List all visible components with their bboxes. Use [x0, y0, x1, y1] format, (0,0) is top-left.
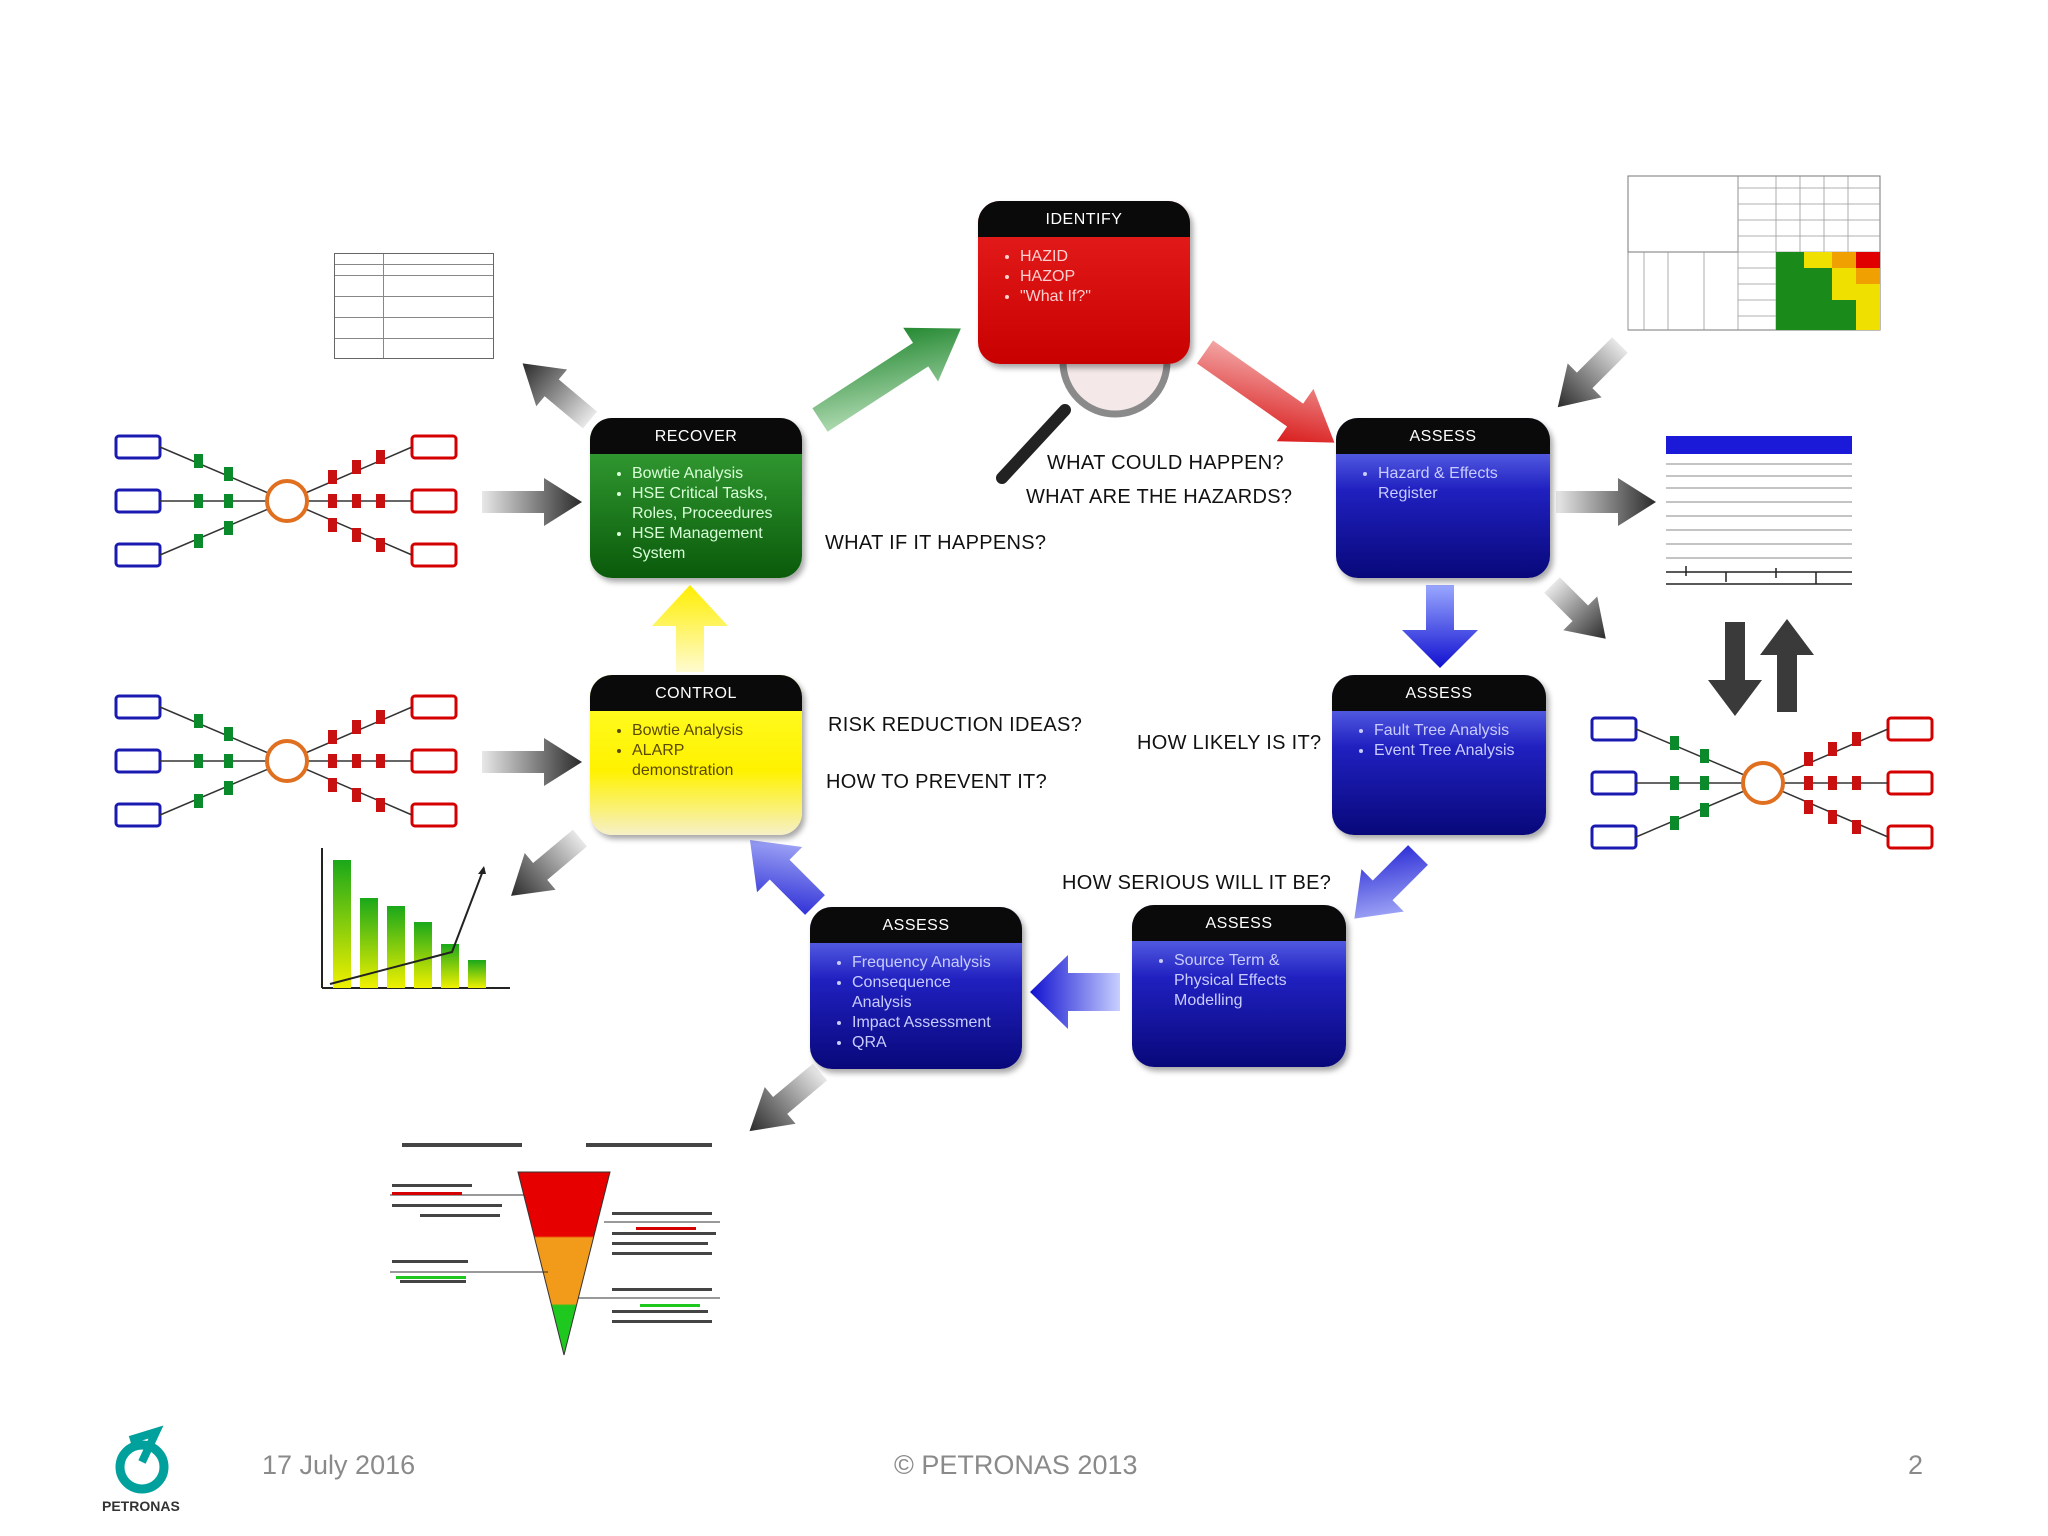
control-box: CONTROL Bowtie Analysis ALARP demonstrat…	[590, 675, 802, 835]
risk-tolerability-triangle	[390, 1143, 720, 1356]
question-how-serious: HOW SERIOUS WILL IT BE?	[1062, 872, 1332, 894]
gray-arrow-to-bowtie-right	[1544, 577, 1606, 639]
list-item: Frequency Analysis	[852, 953, 1008, 973]
assess-frequency-box: ASSESS Frequency Analysis Consequence An…	[810, 907, 1022, 1069]
risk-matrix-thumbnail	[1627, 175, 1881, 331]
footer-date: 17 July 2016	[262, 1450, 416, 1480]
recover-box-list: Bowtie Analysis HSE Critical Tasks, Role…	[590, 464, 802, 564]
list-item: HAZOP	[1020, 267, 1176, 287]
question-risk-reduction: RISK REDUCTION IDEAS?	[828, 714, 1083, 736]
arrow-identify-to-assess	[1196, 340, 1335, 443]
gray-arrow-up	[1760, 619, 1814, 712]
recover-box-title: RECOVER	[590, 418, 802, 454]
bowtie-diagram-left-top	[114, 434, 458, 568]
arrow-recover-to-identify	[812, 327, 961, 432]
petronas-logo-text: PETRONAS	[102, 1498, 180, 1514]
gray-arrow-to-recover	[482, 478, 582, 526]
list-item: "What If?"	[1020, 287, 1176, 307]
control-box-list: Bowtie Analysis ALARP demonstration	[590, 721, 802, 781]
hazard-register-thumbnail	[1666, 436, 1852, 585]
page-number: 2	[1908, 1450, 1924, 1480]
gray-arrow-to-register-doc	[1556, 478, 1656, 526]
list-item: HAZID	[1020, 247, 1176, 267]
assess-trees-box-list: Fault Tree Analysis Event Tree Analysis	[1332, 721, 1546, 761]
list-item: Impact Assessment	[852, 1013, 1008, 1033]
gray-arrow-to-control	[482, 738, 582, 786]
petronas-logo-icon	[115, 1425, 169, 1494]
hse-task-table-thumbnail	[334, 253, 494, 359]
identify-box: IDENTIFY HAZID HAZOP "What If?"	[978, 201, 1190, 364]
assess-register-box-title: ASSESS	[1336, 418, 1550, 454]
assess-register-box: ASSESS Hazard & Effects Register	[1336, 418, 1550, 578]
list-item: HSE Management System	[632, 524, 788, 564]
recover-box: RECOVER Bowtie Analysis HSE Critical Tas…	[590, 418, 802, 578]
list-item: Bowtie Analysis	[632, 721, 788, 741]
gray-arrow-to-task-table	[522, 363, 598, 429]
cost-benefit-chart-thumbnail	[321, 848, 510, 989]
list-item: Consequence Analysis	[852, 973, 1008, 1013]
footer-copyright: © PETRONAS 2013	[894, 1450, 1138, 1480]
assess-source-box: ASSESS Source Term & Physical Effects Mo…	[1132, 905, 1346, 1067]
control-box-title: CONTROL	[590, 675, 802, 711]
list-item: Bowtie Analysis	[632, 464, 788, 484]
assess-frequency-box-title: ASSESS	[810, 907, 1022, 943]
assess-frequency-box-list: Frequency Analysis Consequence Analysis …	[810, 953, 1022, 1053]
arrow-assess-down	[1402, 585, 1478, 668]
list-item: HSE Critical Tasks, Roles, Proceedures	[632, 484, 788, 524]
list-item: QRA	[852, 1033, 1008, 1053]
arrow-assess-down-left	[1354, 845, 1428, 919]
bowtie-diagram-right	[1590, 716, 1934, 850]
arrow-control-to-recover	[652, 585, 728, 672]
assess-trees-box-title: ASSESS	[1332, 675, 1546, 711]
question-what-are-hazards: WHAT ARE THE HAZARDS?	[1026, 486, 1293, 508]
question-how-likely: HOW LIKELY IS IT?	[1137, 732, 1322, 754]
identify-box-title: IDENTIFY	[978, 201, 1190, 237]
assess-source-box-title: ASSESS	[1132, 905, 1346, 941]
question-what-could-happen: WHAT COULD HAPPEN?	[1047, 452, 1284, 474]
list-item: Fault Tree Analysis	[1374, 721, 1532, 741]
question-how-prevent: HOW TO PREVENT IT?	[826, 771, 1047, 793]
gray-arrow-to-chart	[511, 829, 588, 896]
gray-arrow-down	[1708, 622, 1762, 716]
list-item: Source Term & Physical Effects Modelling	[1174, 951, 1332, 1011]
assess-trees-box: ASSESS Fault Tree Analysis Event Tree An…	[1332, 675, 1546, 835]
bowtie-diagram-left-bottom	[114, 694, 458, 828]
list-item: Hazard & Effects Register	[1378, 464, 1536, 504]
assess-source-box-list: Source Term & Physical Effects Modelling	[1132, 951, 1346, 1011]
question-what-if-happens: WHAT IF IT HAPPENS?	[825, 532, 1047, 554]
gray-arrow-from-matrix	[1557, 337, 1628, 408]
list-item: ALARP demonstration	[632, 741, 788, 781]
assess-register-box-list: Hazard & Effects Register	[1336, 464, 1550, 504]
list-item: Event Tree Analysis	[1374, 741, 1532, 761]
arrow-assess-left	[1030, 955, 1120, 1029]
gray-arrow-to-triangle	[749, 1063, 828, 1132]
identify-box-list: HAZID HAZOP "What If?"	[978, 247, 1190, 307]
arrow-assess-up-left	[749, 839, 825, 915]
